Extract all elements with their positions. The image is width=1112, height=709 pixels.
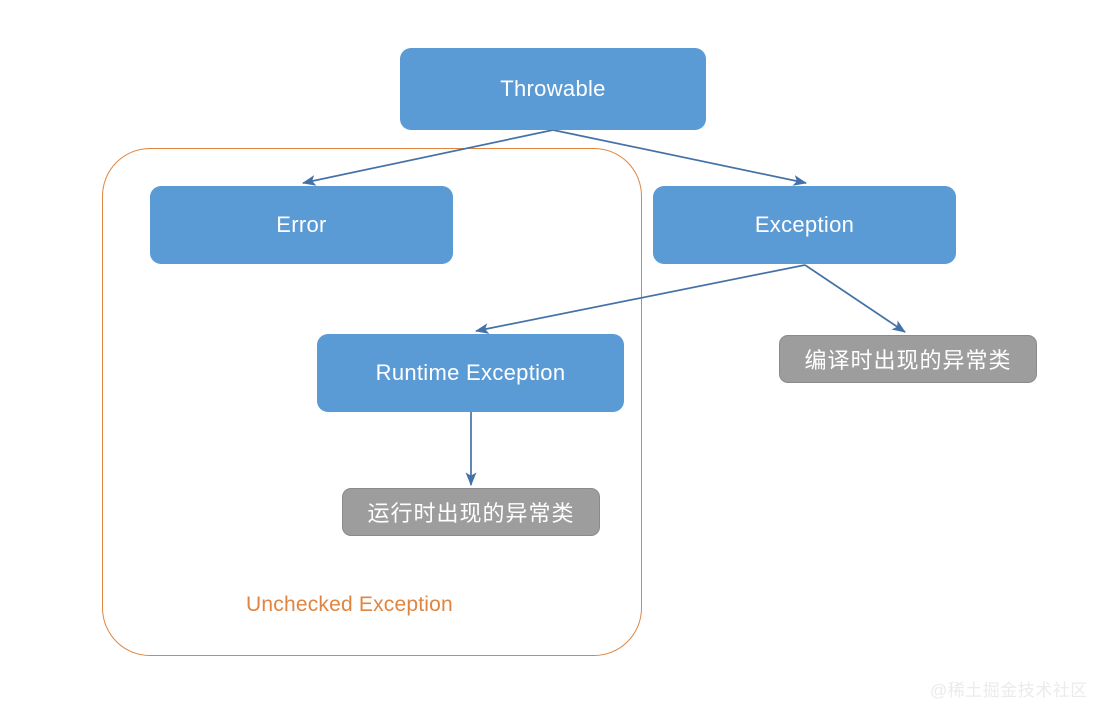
node-label-throwable: Throwable: [500, 76, 606, 101]
node-label-exception: Exception: [754, 212, 855, 237]
node-label-runtime-note: 运行时出现的异常类: [367, 501, 575, 526]
node-label-compile-time-note: 编译时出现的异常类: [804, 348, 1012, 373]
edge-exception-to-compile-time-note: [804, 264, 906, 333]
node-compile-time-note[interactable]: 编译时出现的异常类: [779, 335, 1037, 383]
node-runtime-note[interactable]: 运行时出现的异常类: [342, 488, 600, 536]
node-throwable[interactable]: Throwable: [400, 48, 706, 130]
node-error[interactable]: Error: [150, 186, 453, 264]
node-runtime-exception[interactable]: Runtime Exception: [317, 334, 624, 412]
node-label-runtime-exception: Runtime Exception: [375, 360, 566, 385]
unchecked-exception-group-label: Unchecked Exception: [246, 593, 453, 616]
watermark: @稀土掘金技术社区: [930, 681, 1088, 700]
node-label-error: Error: [276, 212, 327, 237]
node-exception[interactable]: Exception: [653, 186, 956, 264]
